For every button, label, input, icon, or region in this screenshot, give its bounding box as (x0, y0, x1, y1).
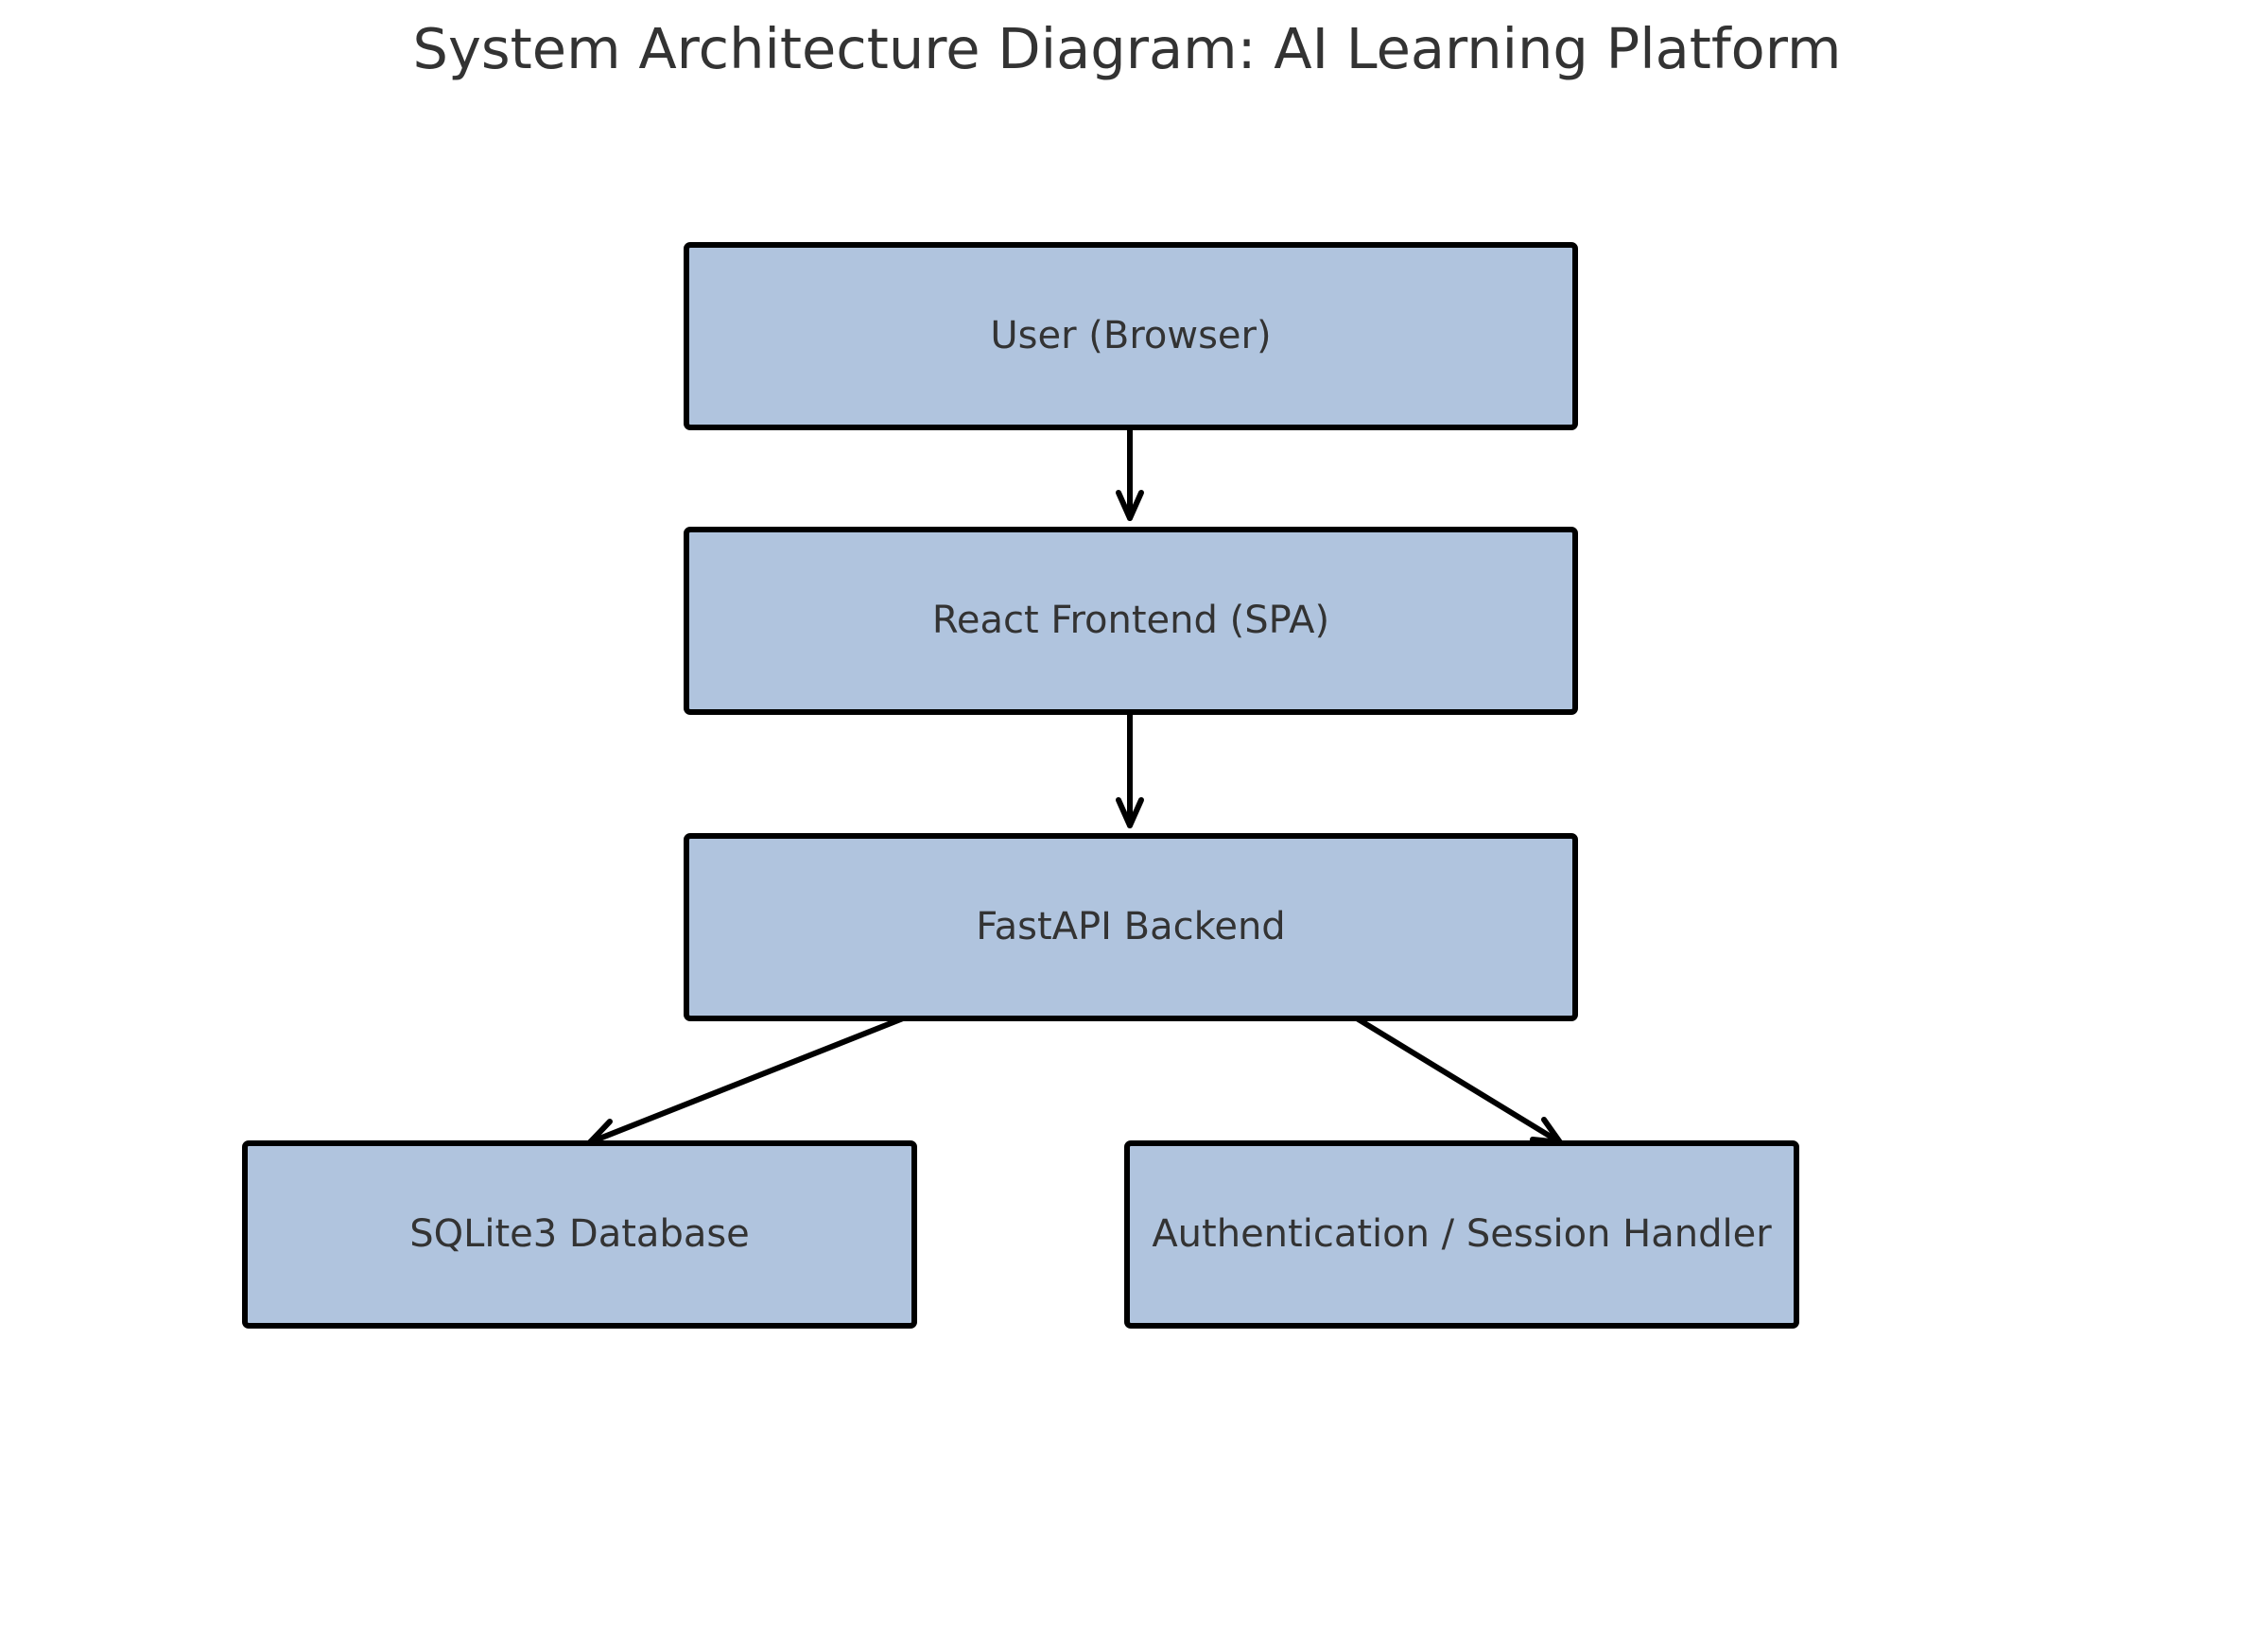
node-label-database: SQLite3 Database (409, 1212, 750, 1256)
node-fastapi-backend: FastAPI Backend (684, 833, 1578, 1021)
edge-backend-to-database (587, 1016, 906, 1148)
node-user-browser: User (Browser) (684, 242, 1578, 430)
node-label-user: User (Browser) (990, 314, 1271, 357)
node-sqlite-database: SQLite3 Database (242, 1140, 917, 1329)
node-label-auth: Authentication / Session Handler (1152, 1212, 1772, 1256)
edge-frontend-to-backend (1116, 710, 1144, 828)
node-auth-session-handler: Authentication / Session Handler (1124, 1140, 1799, 1329)
edge-backend-to-auth (1354, 1016, 1563, 1145)
node-label-backend: FastAPI Backend (976, 905, 1285, 948)
node-react-frontend: React Frontend (SPA) (684, 527, 1578, 715)
edge-user-to-frontend (1116, 426, 1144, 521)
diagram-title: System Architecture Diagram: AI Learning… (413, 16, 1842, 81)
node-label-frontend: React Frontend (SPA) (932, 599, 1329, 642)
